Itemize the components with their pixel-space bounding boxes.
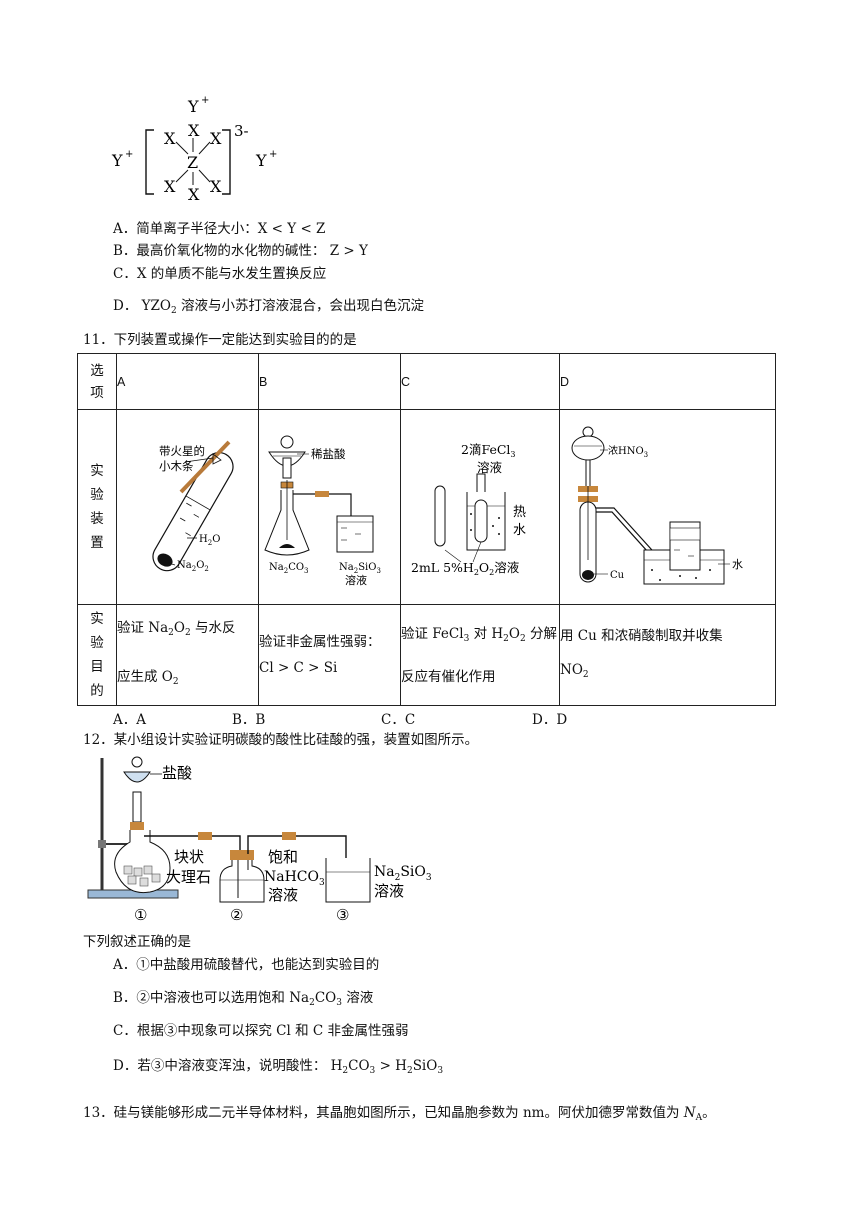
row-label-option: 选项: [77, 353, 117, 410]
q13-stem: 13．硅与镁能够形成二元半导体材料，其晶胞如图所示，已知晶胞参数为 nm。阿伏加…: [83, 1105, 716, 1123]
struct-y-top: Y: [187, 97, 199, 116]
struct-x-4: X: [164, 177, 176, 196]
q10-option-c: C．X 的单质不能与水发生置换反应: [113, 266, 327, 282]
fig12-solid1: 块状: [174, 848, 204, 866]
q12-lead: 下列叙述正确的是: [83, 934, 191, 950]
struct-y-top-charge: +: [201, 95, 209, 106]
col-c: C: [400, 353, 560, 410]
row-label-purpose: 实验目的: [77, 604, 117, 706]
fig12-sat3: 溶液: [268, 886, 298, 904]
q12-option-a: A．①中盐酸用硫酸替代，也能达到实验目的: [113, 957, 380, 973]
fig-d-water: 水: [732, 558, 743, 571]
q11-table: 选项 A B C D 实验装置: [77, 353, 776, 706]
fig-c-drops: 2滴FeCl3: [461, 442, 516, 459]
struct-x-5: X: [188, 185, 200, 204]
row-label-apparatus: 实验装置: [77, 409, 117, 605]
q12-apparatus-figure: 盐酸 块状 大理石 饱和 NaHCO3 溶液 Na2SiO3 溶液 ① ② ③: [87, 756, 432, 924]
q11-option-a: A．A: [113, 712, 146, 728]
figure-d: 浓HNO3 Cu 水: [559, 409, 776, 605]
fig-a-splint-1: 带火星的: [159, 444, 205, 458]
struct-y-right: Y: [255, 151, 267, 170]
struct-z: Z: [187, 153, 198, 172]
figure-b: 稀盐酸 Na2CO3 Na2SiO3 溶液: [258, 409, 401, 605]
struct-x-3: X: [210, 129, 222, 148]
q12-stem: 12．某小组设计实验证明碳酸的酸性比硅酸的强，装置如图所示。: [83, 732, 479, 748]
q10-option-d: D． YZO2 溶液与小苏打溶液混合，会出现白色沉淀: [113, 298, 425, 316]
fig-c-drops2: 溶液: [477, 460, 503, 475]
struct-y-right-charge: +: [269, 149, 277, 160]
q11-stem: 11．下列装置或操作一定能达到实验目的的是: [83, 332, 357, 348]
purpose-b: 验证非金属性强弱：Cl > C > Si: [258, 604, 401, 706]
fig-a-splint-2: 小木条: [159, 459, 194, 473]
struct-y-left: Y: [111, 151, 123, 170]
fig12-n3: ③: [336, 906, 349, 924]
struct-y-left-charge: +: [125, 149, 133, 160]
q10-structure-figure: Y + Y + Y + X X X Z X X X 3-: [111, 95, 277, 204]
struct-charge: 3-: [234, 122, 249, 140]
struct-x-6: X: [210, 177, 222, 196]
fig-c-hot: 热: [513, 505, 526, 520]
fig12-solid2: 大理石: [166, 868, 211, 886]
figure-c: 2滴FeCl3 溶液 热 水 2mL 5%H2O2溶液: [400, 409, 560, 605]
q10-option-b: B．最高价氧化物的水化物的碱性： Z > Y: [113, 243, 368, 259]
fig-a-reagent: Na2O2: [177, 560, 209, 573]
fig-a-water: H2O: [199, 534, 220, 547]
purpose-a: 验证 Na2O2 与水反应生成 O2: [116, 604, 259, 706]
struct-x-2: X: [188, 121, 200, 140]
fig12-acid: 盐酸: [162, 764, 192, 782]
fig-b-acid: 稀盐酸: [311, 447, 346, 461]
fig-d-metal: Cu: [610, 570, 625, 581]
fig-b-solution: Na2SiO3: [339, 562, 381, 575]
q11-option-c: C．C: [381, 712, 416, 728]
struct-x-1: X: [164, 129, 176, 148]
fig12-sat2: NaHCO3: [264, 869, 325, 888]
fig12-n1: ①: [134, 906, 147, 924]
q11-option-d: D．D: [532, 712, 568, 728]
fig-b-solid: Na2CO3: [269, 562, 309, 575]
fig12-sil2: 溶液: [374, 882, 404, 900]
q11-option-b: B．B: [232, 712, 266, 728]
purpose-c: 验证 FeCl3 对 H2O2 分解反应有催化作用: [400, 604, 560, 706]
fig-b-solution2: 溶液: [345, 573, 367, 587]
fig12-sat1: 饱和: [268, 848, 298, 866]
fig-d-acid: 浓HNO3: [608, 445, 648, 459]
fig12-n2: ②: [230, 906, 243, 924]
fig-c-tube: 2mL 5%H2O2溶液: [411, 560, 520, 577]
col-a: A: [116, 353, 259, 410]
fig12-sil1: Na2SiO3: [374, 864, 432, 883]
q12-option-c: C．根据③中现象可以探究 Cl 和 C 非金属性强弱: [113, 1023, 409, 1039]
col-d: D: [559, 353, 776, 410]
q12-option-d: D．若③中溶液变浑浊，说明酸性： H2CO3 > H2SiO3: [113, 1058, 444, 1076]
figure-a: 带火星的 小木条 H2O Na2O2: [116, 409, 259, 605]
fig-c-water: 水: [513, 523, 526, 538]
q10-option-a: A．简单离子半径大小：X < Y < Z: [113, 221, 326, 237]
col-b: B: [258, 353, 401, 410]
q12-option-b: B．②中溶液也可以选用饱和 Na2CO3 溶液: [113, 990, 374, 1008]
